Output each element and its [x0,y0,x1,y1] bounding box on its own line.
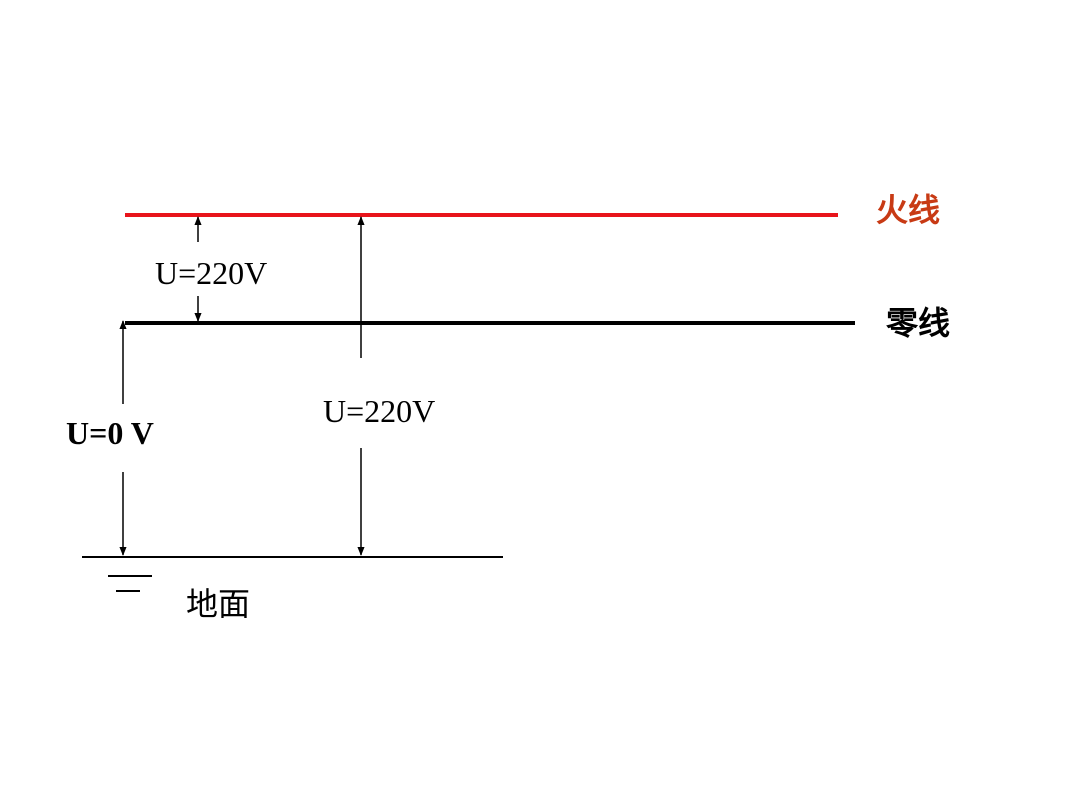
ground-symbol-icon [108,575,152,592]
neutral-wire-label: 零线 [886,304,950,342]
live-ground-voltage-label: U=220V [323,393,435,429]
ground-label: 地面 [186,585,250,623]
live-wire-label: 火线 [876,191,940,229]
live-neutral-voltage-label: U=220V [155,255,267,291]
neutral-ground-voltage-label: U=0 V [66,415,154,451]
